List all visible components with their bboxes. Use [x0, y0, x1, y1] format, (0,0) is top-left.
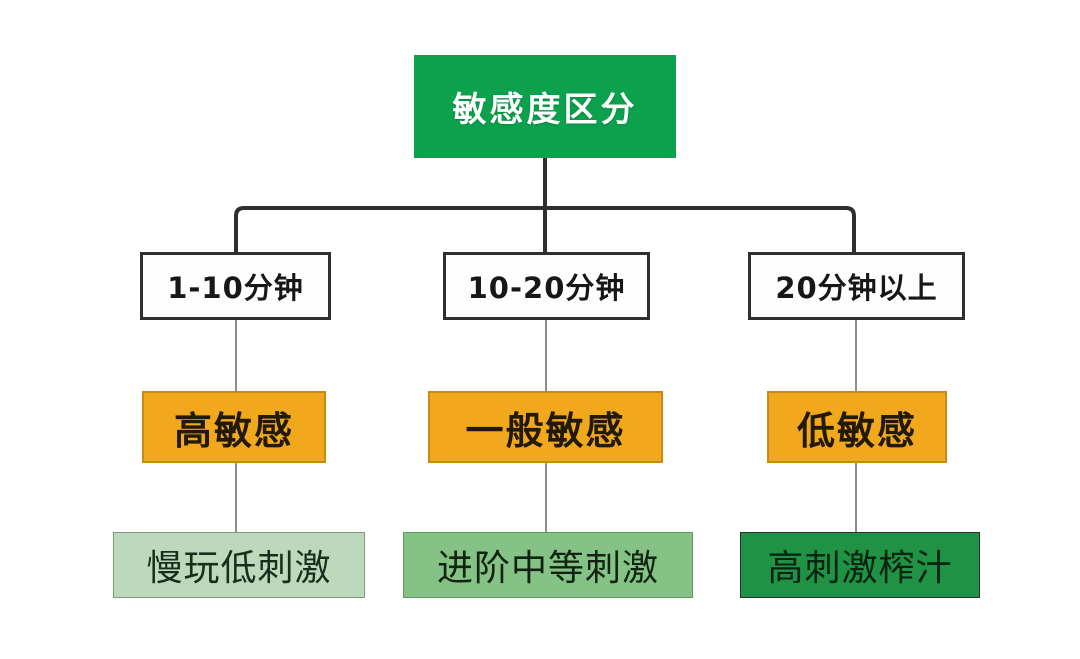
root-node: 敏感度区分: [414, 55, 676, 158]
duration-node-2: 10-20分钟: [443, 252, 650, 320]
duration-node-3: 20分钟以上: [748, 252, 965, 320]
advice-node-2: 进阶中等刺激: [403, 532, 693, 598]
advice-node-1: 慢玩低刺激: [113, 532, 365, 598]
advice-node-3: 高刺激榨汁: [740, 532, 980, 598]
sensitivity-node-1: 高敏感: [142, 391, 326, 463]
duration-node-1: 1-10分钟: [140, 252, 331, 320]
sensitivity-node-3: 低敏感: [767, 391, 947, 463]
sensitivity-node-2: 一般敏感: [428, 391, 663, 463]
